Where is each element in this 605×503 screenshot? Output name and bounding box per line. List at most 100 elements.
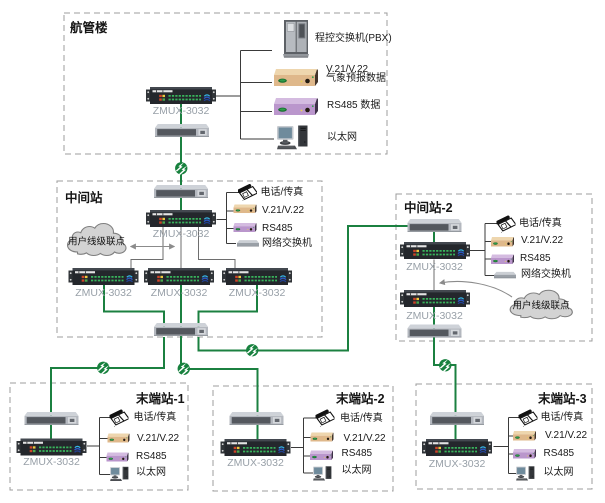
- modem-purple-icon: [274, 98, 318, 115]
- peripheral-label: 电话/传真: [340, 412, 383, 424]
- computer-icon: [277, 125, 308, 150]
- peripheral-label: 网络交换机: [521, 269, 571, 281]
- device-label: ZMUX-3032: [152, 104, 210, 117]
- station-box-hangguanlou: [63, 12, 388, 155]
- zmux-device-moduanzhan-1: [16, 438, 87, 456]
- device-label: ZMUX-3032: [75, 287, 132, 299]
- cloud-arrows: [129, 243, 513, 298]
- station-box-moduanzhan-1: [9, 382, 189, 491]
- bus-hangguanlou: [215, 50, 274, 140]
- station-boxes: [9, 12, 593, 492]
- link-zmux-left-odf: [103, 277, 165, 330]
- optical-fiber-link-icon: [246, 344, 259, 357]
- station-title: 末端站-1: [136, 392, 185, 406]
- station-title: 航管楼: [70, 21, 108, 35]
- phone-fax-icon: [518, 409, 538, 427]
- peripheral-label: 网络交换机: [262, 237, 312, 249]
- device-label: ZMUX-3032: [406, 309, 463, 322]
- peripheral-label: 以太网: [543, 467, 574, 479]
- computer-icon: [313, 466, 332, 481]
- zmux-device-hangguanlou: [146, 87, 216, 104]
- zmux-device-zhongjianzhan-main: [146, 210, 216, 227]
- peripheral-label: 电话/传真: [133, 412, 177, 424]
- bus-zhongjianzhan-2: [468, 223, 498, 276]
- station-box-zhongjianzhan-2: [395, 193, 593, 342]
- peripheral-label: 电话/传真: [260, 186, 304, 198]
- odf-zhongjianzhan-bottom: [154, 323, 208, 336]
- modem-beige-icon: [107, 433, 130, 443]
- peripheral-label: 程控交换机(PBX): [315, 33, 392, 44]
- phone-fax-icon: [496, 215, 516, 233]
- device-label: ZMUX-3032: [152, 228, 210, 240]
- peripheral-label: V.21/V.22: [521, 235, 564, 246]
- modem-purple-icon: [310, 450, 333, 460]
- peripheral-label: RS485 数据: [327, 100, 381, 111]
- station-title: 中间站-2: [404, 201, 453, 215]
- zmux-device-zhongjianzhan-3: [222, 268, 292, 285]
- link-zhongjianzhan-zhongjianzhan-2: [197, 225, 409, 352]
- device-label: ZMUX-3032: [228, 287, 286, 299]
- peripheral-label: V.21/V.22: [343, 433, 386, 445]
- link-zmux-right-odf: [197, 277, 258, 330]
- device-label: ZMUX-3032: [150, 287, 208, 299]
- device-label: ZMUX-3032: [428, 457, 486, 470]
- device-label: ZMUX-3032: [406, 261, 463, 273]
- bus-moduanzhan-1: [87, 417, 112, 475]
- odf-moduanzhan-2: [229, 412, 284, 425]
- peripheral-label: V.21/V.22: [262, 204, 305, 216]
- bus-lines: [87, 50, 520, 475]
- bus-moduanzhan-3: [493, 417, 520, 474]
- modem-beige-icon: [513, 431, 536, 441]
- phone-fax-icon: [315, 409, 335, 427]
- station-title: 中间站: [65, 191, 103, 205]
- odf-zhongjianzhan-top: [154, 185, 208, 198]
- bus-moduanzhan-2: [291, 417, 317, 474]
- cascade-lines: [130, 227, 435, 290]
- peripheral-label: RS485: [520, 253, 551, 264]
- zmux-device-zhongjianzhan-1: [68, 268, 139, 285]
- optical-fiber-link-icon: [175, 162, 188, 175]
- station-box-zhongjianzhan: [56, 180, 323, 338]
- modem-purple-icon: [491, 254, 514, 264]
- network-switch-icon: [237, 240, 259, 247]
- optical-fiber-link-icon: [97, 361, 110, 375]
- peripheral-label: RS485: [136, 451, 167, 463]
- peripheral-label: 以太网: [327, 132, 357, 143]
- peripheral-label: 以太网: [136, 467, 166, 478]
- odf-station2-top: [407, 219, 462, 232]
- device-label: ZMUX-3032: [227, 457, 284, 469]
- link-zhongjianzhan2-moduanzhan-3: [433, 337, 457, 447]
- device-label: ZMUX-3032: [23, 456, 80, 468]
- peripheral-label: V.21/V.22: [137, 432, 180, 444]
- peripheral-label: V.21/V.22: [545, 430, 588, 442]
- peripheral-label: RS485: [543, 448, 575, 460]
- cloud-label: 用户线级联点: [512, 299, 570, 311]
- odf-moduanzhan-3: [430, 412, 484, 425]
- modem-purple-icon: [233, 223, 257, 232]
- optical-fiber-link-icon: [177, 362, 190, 376]
- cloud-curved-arrow: [438, 279, 513, 298]
- modem-beige-icon: [491, 237, 514, 247]
- odf-hangguanlou: [155, 124, 209, 137]
- modem-beige-icon: [310, 432, 334, 442]
- phone-fax-icon: [238, 184, 257, 201]
- zmux-device-moduanzhan-2: [220, 439, 291, 456]
- modem-beige-icon: [274, 69, 318, 86]
- computer-icon: [516, 466, 535, 481]
- odf-station2-bottom: [407, 324, 462, 338]
- peripheral-label: 以太网: [341, 465, 372, 476]
- peripheral-label: 电话/传真: [519, 218, 562, 229]
- phone-fax-icon: [109, 409, 129, 427]
- station-title: 末端站-2: [336, 392, 385, 406]
- cloud-label: 用户线级联点: [67, 235, 126, 247]
- station-box-moduanzhan-2: [212, 385, 394, 492]
- bus-zhongjianzhan: [216, 192, 240, 245]
- computer-icon: [110, 466, 129, 482]
- odf-moduanzhan-1: [24, 412, 79, 425]
- pbx-cabinet-icon: [283, 20, 309, 58]
- peripheral-label: RS485: [341, 448, 373, 460]
- station-title: 末端站-3: [538, 392, 587, 406]
- zmux-device-moduanzhan-3: [422, 439, 492, 456]
